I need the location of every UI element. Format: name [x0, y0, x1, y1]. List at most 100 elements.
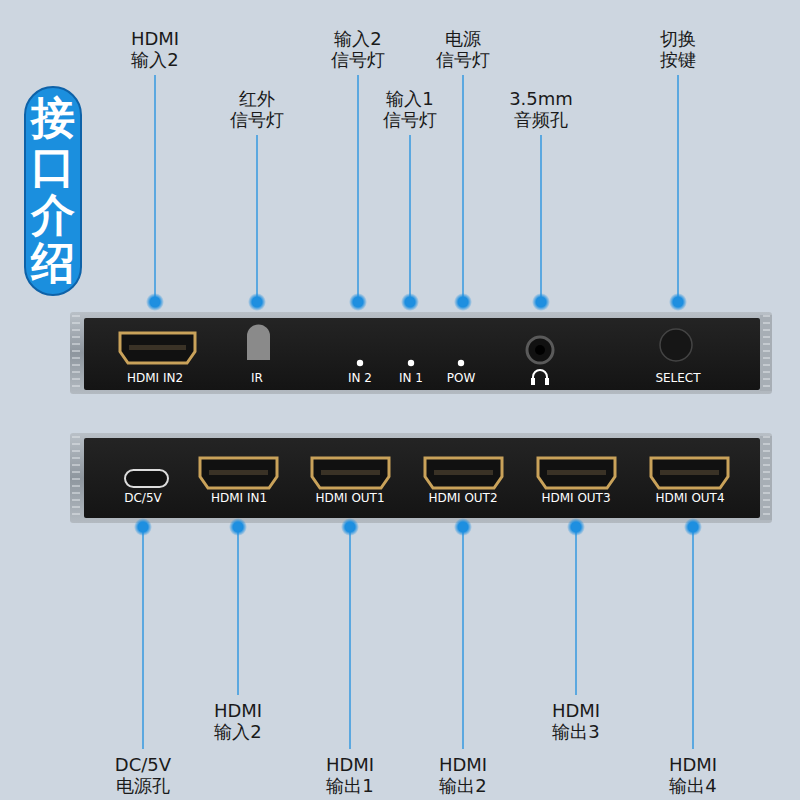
port-icons [84, 438, 760, 518]
rib [72, 351, 80, 352]
port-label: SELECT [655, 371, 700, 385]
callout-label: 电源 信号灯 [436, 28, 490, 70]
port-label: IN 1 [399, 371, 423, 385]
port-label: POW [447, 371, 476, 385]
rib [72, 514, 80, 515]
callout-dot [459, 298, 468, 307]
rib [763, 458, 770, 459]
rib [763, 500, 770, 501]
ir-window [247, 325, 270, 361]
rib [72, 451, 80, 452]
rib [72, 386, 80, 387]
audio-hole [535, 345, 545, 355]
callout-dot-halo [229, 518, 247, 536]
select-button [660, 329, 692, 361]
callout-label: HDMI 输入2 [214, 700, 262, 742]
rib [72, 465, 80, 466]
callout-label: 输入2 信号灯 [331, 28, 385, 70]
rib [72, 337, 80, 338]
rib [72, 330, 80, 331]
rib [763, 344, 770, 345]
rib [72, 316, 80, 317]
rib [763, 507, 770, 508]
leader-line [462, 75, 463, 302]
leader-line [540, 135, 541, 302]
headphone-icon [531, 378, 535, 385]
callout-label: HDMI 输出2 [439, 754, 487, 796]
callout-dot-halo [401, 293, 419, 311]
rib [72, 479, 80, 480]
leader-line [692, 527, 693, 749]
callout-dot [346, 523, 355, 532]
leader-line [677, 75, 678, 302]
rib [763, 486, 770, 487]
callout-dot-halo [349, 293, 367, 311]
hdmi-slot [209, 470, 268, 475]
front-frame [70, 312, 772, 394]
usb-c-port [125, 470, 168, 487]
rib [763, 337, 770, 338]
callout-dot [689, 523, 698, 532]
callout-dot [572, 523, 581, 532]
callout-dot [406, 298, 415, 307]
port-label: HDMI OUT4 [655, 491, 724, 505]
rib [763, 472, 770, 473]
rib [763, 386, 770, 387]
port-label: HDMI IN1 [211, 491, 267, 505]
rib [72, 500, 80, 501]
port-label: IN 2 [348, 371, 372, 385]
rib [763, 358, 770, 359]
rib [763, 451, 770, 452]
front-panel: HDMI IN2 IR IN 2 IN 1 POW SELECT [84, 318, 760, 390]
callout-dot [354, 298, 363, 307]
rib [763, 465, 770, 466]
rib [72, 344, 80, 345]
rib [72, 472, 80, 473]
leader-line [575, 527, 576, 695]
port-label: HDMI IN2 [127, 371, 183, 385]
hdmi-slot [129, 345, 186, 350]
callout-label: HDMI 输出3 [552, 700, 600, 742]
callout-label: DC/5V 电源孔 [115, 754, 171, 796]
leader-line [256, 135, 257, 302]
callout-dot-halo [567, 518, 585, 536]
callout-dot-halo [669, 293, 687, 311]
rib [72, 358, 80, 359]
rib [72, 365, 80, 366]
callout-label: HDMI 输出1 [326, 754, 374, 796]
rib [763, 479, 770, 480]
rib [72, 458, 80, 459]
hdmi-slot [660, 470, 719, 475]
port-label: IR [251, 371, 263, 385]
callout-label: HDMI 输出4 [669, 754, 717, 796]
hdmi-port [651, 458, 728, 488]
callout-dot-halo [454, 518, 472, 536]
rib [763, 379, 770, 380]
title-text: 接口介绍 [31, 94, 75, 288]
hdmi-port [312, 458, 389, 488]
hdmi-slot [434, 470, 493, 475]
callout-dot [537, 298, 546, 307]
title-pill: 接口介绍 [24, 86, 82, 296]
headphone-icon [533, 370, 547, 383]
callout-dot [234, 523, 243, 532]
hdmi-port [200, 458, 277, 488]
rib [763, 437, 770, 438]
rib [72, 444, 80, 445]
callout-dot-halo [532, 293, 550, 311]
led [458, 360, 464, 366]
port-label: HDMI OUT1 [315, 491, 384, 505]
callout-label: HDMI 输入2 [131, 28, 179, 70]
port-label: HDMI OUT3 [541, 491, 610, 505]
leader-line [462, 527, 463, 749]
headphone-icon [545, 378, 549, 385]
callout-dot [459, 523, 468, 532]
hdmi-slot [321, 470, 380, 475]
rib [72, 379, 80, 380]
port-label: HDMI OUT2 [428, 491, 497, 505]
rib [763, 493, 770, 494]
rib [763, 365, 770, 366]
rib [763, 330, 770, 331]
rear-frame [70, 433, 772, 523]
rib [763, 323, 770, 324]
